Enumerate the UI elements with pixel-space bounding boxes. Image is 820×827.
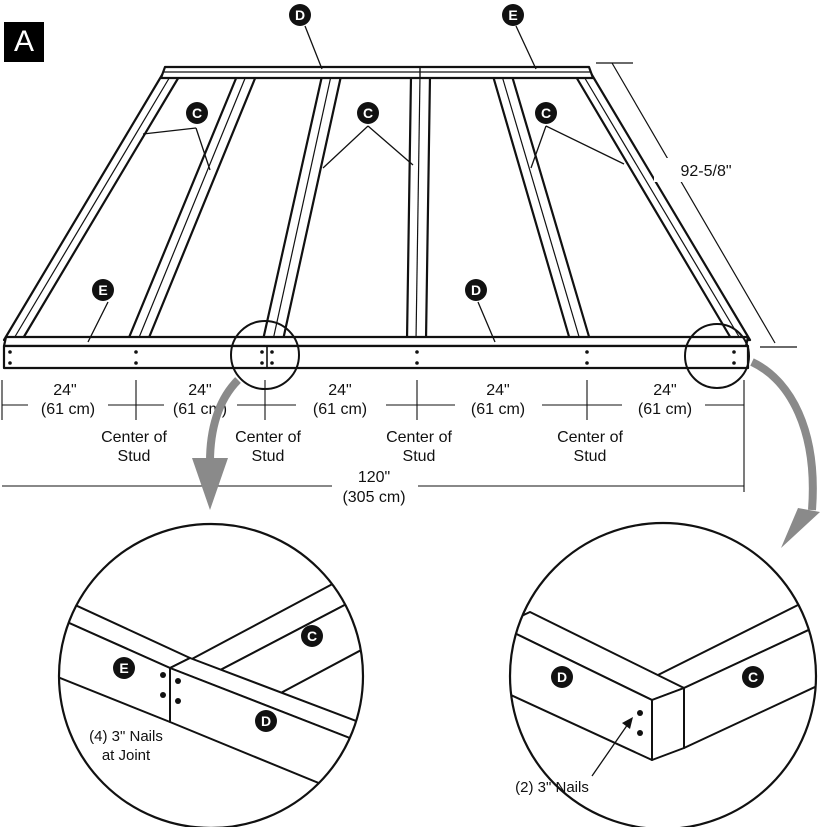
svg-text:C: C (363, 105, 373, 121)
svg-text:Center of: Center of (386, 429, 452, 446)
badge-d-top: D (289, 4, 311, 26)
svg-text:120": 120" (358, 469, 390, 486)
nails-at-joint-line2: at Joint (102, 747, 151, 764)
center-of-stud-3: Center of Stud (386, 429, 452, 465)
bottom-plate (2, 344, 750, 370)
zoom-circle-right (684, 323, 750, 389)
badge-c-middle: C (357, 102, 379, 124)
badge-d-detail-right: D (551, 666, 573, 688)
detail-arrow-right (750, 358, 820, 548)
height-dimension (596, 62, 797, 348)
badge-c-right: C (535, 102, 557, 124)
svg-text:Center of: Center of (557, 429, 623, 446)
center-of-stud-2: Center of Stud (235, 429, 301, 465)
svg-text:E: E (508, 7, 517, 23)
svg-text:D: D (471, 282, 481, 298)
svg-text:Center of: Center of (101, 429, 167, 446)
svg-text:Stud: Stud (574, 448, 607, 465)
badge-e-bottom: E (92, 279, 114, 301)
center-of-stud-4: Center of Stud (557, 429, 623, 465)
height-label: 92-5/8" (680, 163, 731, 180)
badge-d-bottom: D (465, 279, 487, 301)
svg-text:C: C (307, 628, 317, 644)
two-nails-caption: (2) 3" Nails (515, 779, 589, 796)
svg-text:D: D (261, 713, 271, 729)
spacing-label-4: 24" (61 cm) (471, 382, 525, 418)
svg-text:C: C (192, 105, 202, 121)
svg-text:E: E (98, 282, 107, 298)
svg-text:24": 24" (188, 382, 211, 399)
svg-text:C: C (748, 669, 758, 685)
badge-c-detail-left: C (301, 625, 323, 647)
svg-text:24": 24" (328, 382, 351, 399)
nail-dots (8, 350, 736, 365)
center-of-stud-1: Center of Stud (101, 429, 167, 465)
detail-circle-left: E C D (4) 3" Nails at Joint (57, 522, 365, 827)
svg-text:24": 24" (653, 382, 676, 399)
svg-text:Center of: Center of (235, 429, 301, 446)
spacing-label-1: 24" (61 cm) (41, 382, 95, 418)
badge-c-detail-right: C (742, 666, 764, 688)
svg-text:D: D (557, 669, 567, 685)
svg-text:(61 cm): (61 cm) (638, 401, 692, 418)
svg-text:(61 cm): (61 cm) (471, 401, 525, 418)
bottom-plate-top-face (2, 335, 750, 348)
spacing-dimension-lines (1, 380, 745, 492)
svg-text:Stud: Stud (403, 448, 436, 465)
detail-arrow-left (192, 377, 241, 510)
spacing-label-3: 24" (61 cm) (313, 382, 367, 418)
svg-text:(305 cm): (305 cm) (342, 489, 405, 506)
svg-text:Stud: Stud (252, 448, 285, 465)
svg-text:24": 24" (486, 382, 509, 399)
spacing-label-5: 24" (61 cm) (638, 382, 692, 418)
badge-d-detail-left: D (255, 710, 277, 732)
nails-at-joint-line1: (4) 3" Nails (89, 728, 163, 745)
badge-e-top: E (502, 4, 524, 26)
total-length-label: 120" (305 cm) (342, 469, 405, 506)
badge-e-detail: E (113, 657, 135, 679)
detail-circle-right: D C (2) 3" Nails (508, 521, 818, 827)
badge-c-left: C (186, 102, 208, 124)
studs (2, 68, 752, 342)
panel-label: A (4, 22, 44, 62)
nail-pointer (591, 717, 633, 777)
svg-text:C: C (541, 105, 551, 121)
svg-text:D: D (295, 7, 305, 23)
svg-text:(61 cm): (61 cm) (313, 401, 367, 418)
svg-text:24": 24" (53, 382, 76, 399)
svg-text:E: E (119, 660, 128, 676)
svg-text:(61 cm): (61 cm) (41, 401, 95, 418)
leader-lines (87, 25, 625, 343)
svg-text:Stud: Stud (118, 448, 151, 465)
wall-frame (2, 65, 752, 370)
